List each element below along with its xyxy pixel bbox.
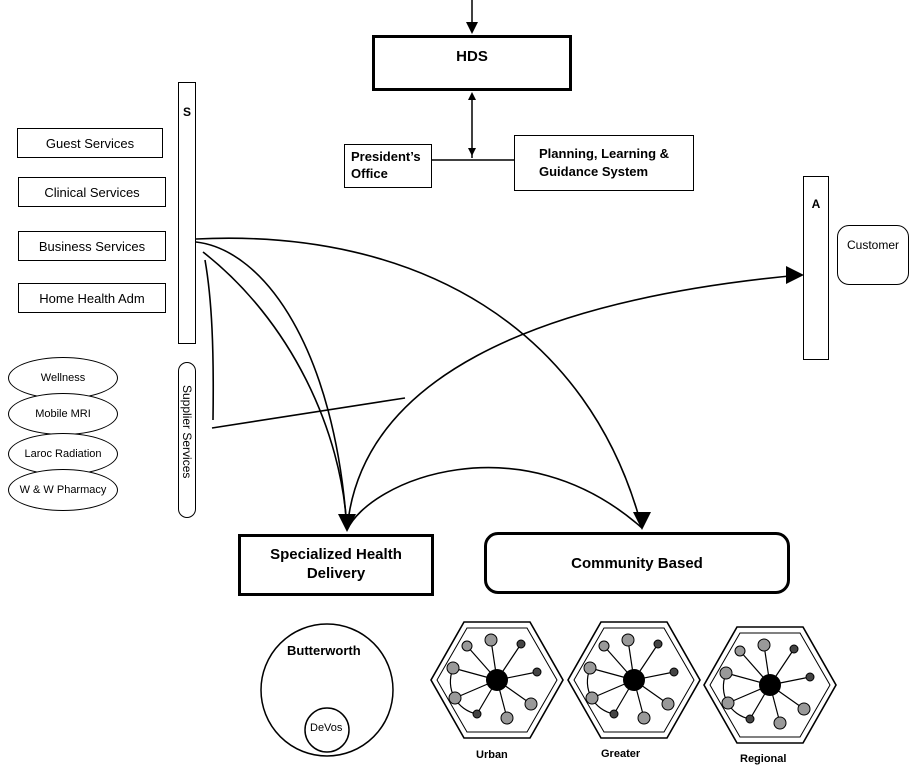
network-regional-label: Regional — [740, 753, 787, 765]
supplier-mobile-mri: Mobile MRI — [8, 393, 118, 435]
planning-label: Planning, Learning & Guidance System — [539, 146, 670, 179]
presidents-office-box: President’s Office — [344, 144, 432, 188]
home-health-box: Home Health Adm — [18, 283, 166, 313]
supplier-wellness: Wellness — [8, 357, 118, 399]
presidents-office-label: President’s Office — [351, 149, 421, 181]
network-nodes — [446, 633, 542, 725]
hexagon-inner — [709, 632, 831, 738]
community-based-label: Community Based — [571, 554, 703, 572]
hds-down-arrowhead — [468, 148, 476, 156]
network-greater — [567, 621, 701, 739]
network-urban-label: Urban — [476, 749, 508, 761]
customer-box: Customer — [837, 225, 909, 285]
flow-specialized-to-community — [346, 466, 643, 531]
network-urban — [430, 621, 564, 739]
home-health-label: Home Health Adm — [39, 290, 145, 306]
specialized-health-label: Specialized Health Delivery — [270, 546, 402, 582]
supplier-services-label: Supplier Services — [180, 385, 194, 479]
network-hub — [623, 669, 645, 691]
s-bar: S — [178, 82, 196, 344]
arrowhead-specialized — [338, 514, 356, 532]
network-regional — [703, 626, 837, 744]
specialized-health-box: Specialized Health Delivery — [238, 534, 434, 596]
supplier-ww-pharmacy: W & W Pharmacy — [8, 469, 118, 511]
a-bar-label: A — [811, 197, 821, 211]
planning-box: Planning, Learning & Guidance System — [514, 135, 694, 191]
laroc-radiation-label: Laroc Radiation — [24, 448, 102, 460]
arrowhead-customer — [786, 266, 804, 284]
guest-services-label: Guest Services — [45, 135, 135, 151]
hds-box: HDS — [372, 35, 572, 91]
network-nodes — [583, 633, 679, 725]
arrowhead-community — [633, 512, 651, 530]
s-bar-label: S — [182, 105, 191, 119]
mobile-mri-label: Mobile MRI — [35, 408, 91, 420]
hexagon-inner — [436, 627, 558, 733]
business-services-box: Business Services — [18, 231, 166, 261]
business-services-label: Business Services — [38, 238, 146, 254]
hds-up-arrowhead — [468, 92, 476, 100]
wellness-label: Wellness — [40, 372, 86, 384]
clinical-services-label: Clinical Services — [44, 184, 140, 200]
flow-to-specialized-2 — [202, 251, 348, 531]
network-greater-label: Greater — [601, 748, 641, 760]
hds-label: HDS — [456, 48, 488, 65]
devos-label: DeVos — [310, 722, 343, 734]
supplier-crossline — [211, 397, 406, 429]
flow-specialized-to-customer — [346, 274, 801, 531]
supplier-services-bar: Supplier Services — [178, 362, 196, 518]
flow-to-supplier — [204, 259, 215, 421]
guest-services-box: Guest Services — [17, 128, 163, 158]
community-based-box: Community Based — [484, 532, 790, 594]
customer-label: Customer — [846, 238, 899, 252]
a-bar: A — [803, 176, 829, 360]
network-hub — [759, 674, 781, 696]
hexagon-outer — [703, 626, 837, 744]
hexagon-inner — [573, 627, 695, 733]
butterworth-circle — [260, 623, 394, 757]
supplier-laroc-radiation: Laroc Radiation — [8, 433, 118, 475]
network-hub — [486, 669, 508, 691]
clinical-services-box: Clinical Services — [18, 177, 166, 207]
flow-to-community — [195, 237, 643, 529]
hexagon-outer — [567, 621, 701, 739]
devos-circle — [304, 707, 350, 753]
network-nodes — [719, 638, 815, 730]
flow-to-specialized-1 — [195, 241, 348, 531]
hexagon-outer — [430, 621, 564, 739]
butterworth-label: Butterworth — [287, 643, 361, 658]
ww-pharmacy-label: W & W Pharmacy — [19, 484, 107, 496]
